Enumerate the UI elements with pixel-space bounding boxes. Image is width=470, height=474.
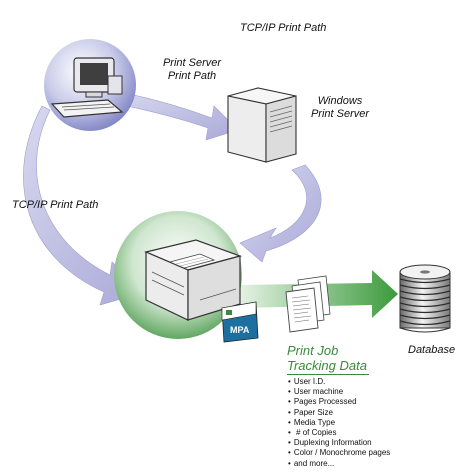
list-item: # of Copies <box>288 428 390 438</box>
windows-print-server-line2: Print Server <box>310 108 370 120</box>
tcpip-top-label: TCP/IP Print Path <box>240 22 327 34</box>
server-to-printer-arrow <box>239 164 322 263</box>
list-item: User machine <box>288 387 390 397</box>
database-icon <box>399 264 451 333</box>
list-item: Pages Processed <box>288 397 390 407</box>
tracking-title-line1: Print Job <box>287 343 339 358</box>
list-item: Media Type <box>288 418 390 428</box>
print-server-path-line2: Print Path <box>167 70 217 82</box>
list-item: Paper Size <box>288 408 390 418</box>
print-server-path-arrow <box>117 91 239 141</box>
list-item: Duplexing Information <box>288 438 390 448</box>
tcpip-left-label: TCP/IP Print Path <box>12 199 99 211</box>
mpa-badge-label: MPA <box>230 325 250 335</box>
windows-print-server-line1: Windows <box>317 95 363 107</box>
print-server-path-label: Print Server Print Path <box>160 57 224 83</box>
list-item: Color / Monochrome pages <box>288 448 391 458</box>
list-item: User I.D. <box>288 377 390 387</box>
tracking-title-rule <box>287 374 369 375</box>
print-server-path-line1: Print Server <box>162 57 222 69</box>
database-label: Database <box>408 344 456 356</box>
network-printer-icon <box>144 239 242 321</box>
tracking-data-list: User I.D. User machine Pages Processed P… <box>288 377 391 469</box>
document-stack-icon <box>285 275 331 333</box>
windows-print-server-icon <box>227 87 297 163</box>
tracking-title-line2: Tracking Data <box>287 358 367 373</box>
tcpip-print-path-arrow <box>23 105 146 306</box>
list-item: and more... <box>288 459 390 469</box>
tracking-data-title: Print Job Tracking Data <box>287 343 367 373</box>
windows-print-server-label: Windows Print Server <box>306 95 374 121</box>
mpa-badge-icon: MPA <box>221 301 259 343</box>
workstation-computer-icon <box>50 57 124 118</box>
